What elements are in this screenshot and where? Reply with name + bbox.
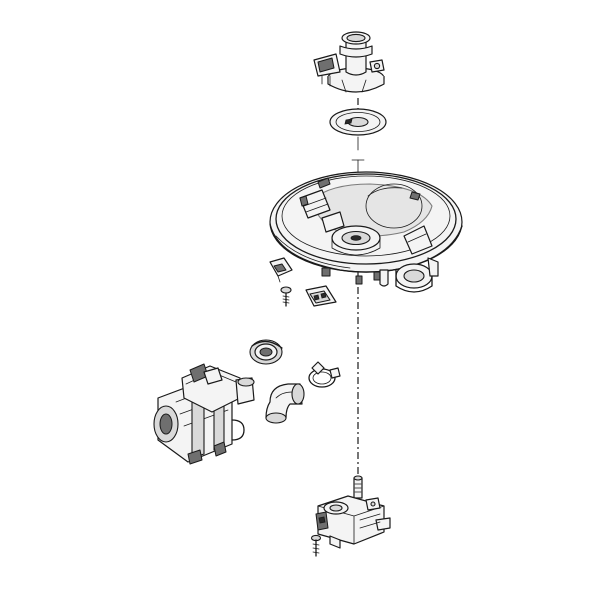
- sump-base: [269, 171, 463, 293]
- diverter-screw: [310, 534, 322, 557]
- filter-housing: [313, 31, 385, 93]
- pump-seal-ring: [249, 339, 283, 365]
- center-axis-line: [351, 98, 365, 478]
- hose-clamp: [308, 361, 341, 388]
- diverter-motor: [315, 475, 391, 549]
- screw: [280, 286, 292, 307]
- grommet-clip: [269, 257, 293, 283]
- circulation-pump-motor: [153, 363, 255, 465]
- filter-gasket: [329, 108, 387, 136]
- elbow-hose: [265, 383, 305, 424]
- connector-plug: [305, 285, 337, 307]
